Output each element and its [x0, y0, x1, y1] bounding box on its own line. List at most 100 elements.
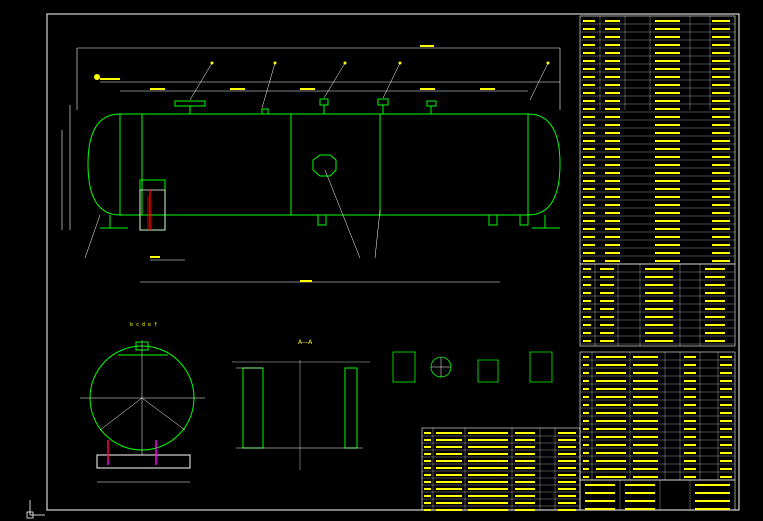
text-placeholder — [684, 404, 696, 406]
text-placeholder — [583, 236, 595, 238]
text-placeholder — [645, 276, 673, 278]
text-placeholder — [436, 453, 462, 455]
text-placeholder — [515, 488, 535, 490]
text-placeholder — [712, 188, 730, 190]
text-placeholder — [605, 108, 620, 110]
text-placeholder — [468, 495, 508, 497]
left-support-detail — [139, 189, 166, 231]
text-placeholder — [596, 372, 626, 374]
text-placeholder — [712, 252, 730, 254]
text-placeholder — [596, 452, 626, 454]
nozzle-bottom-1[interactable] — [317, 214, 327, 226]
text-placeholder — [583, 148, 595, 150]
text-placeholder — [655, 68, 680, 70]
text-placeholder — [645, 324, 673, 326]
manway-hatch[interactable] — [312, 154, 337, 177]
text-placeholder — [150, 88, 165, 90]
text-placeholder — [655, 116, 680, 118]
text-placeholder — [633, 356, 658, 358]
text-placeholder — [436, 467, 462, 469]
text-placeholder — [633, 388, 658, 390]
text-placeholder — [655, 60, 680, 62]
text-placeholder — [596, 404, 626, 406]
text-placeholder — [655, 28, 680, 30]
section-a-a[interactable] — [232, 360, 370, 470]
text-placeholder — [583, 68, 595, 70]
text-placeholder — [605, 220, 620, 222]
nozzle-top-5[interactable] — [426, 100, 437, 107]
text-placeholder — [583, 76, 595, 78]
text-placeholder — [633, 436, 658, 438]
text-placeholder — [712, 204, 730, 206]
text-placeholder — [645, 268, 673, 270]
text-placeholder — [633, 396, 658, 398]
text-placeholder — [645, 316, 673, 318]
text-placeholder — [600, 332, 614, 334]
text-placeholder — [596, 444, 626, 446]
text-placeholder — [633, 460, 658, 462]
text-placeholder — [436, 446, 462, 448]
text-placeholder — [583, 172, 595, 174]
detail-views[interactable] — [392, 351, 553, 383]
text-placeholder — [583, 100, 595, 102]
text-placeholder — [712, 124, 730, 126]
text-placeholder — [705, 268, 725, 270]
text-placeholder — [583, 388, 589, 390]
text-placeholder — [712, 60, 730, 62]
text-placeholder — [605, 204, 620, 206]
text-placeholder — [633, 452, 658, 454]
text-placeholder — [515, 495, 535, 497]
text-placeholder — [515, 453, 535, 455]
text-placeholder — [468, 467, 508, 469]
text-placeholder — [436, 502, 462, 504]
text-placeholder — [583, 396, 589, 398]
text-placeholder — [712, 100, 730, 102]
nozzle-top-2[interactable] — [261, 108, 269, 115]
text-placeholder — [605, 156, 620, 158]
text-placeholder — [596, 364, 626, 366]
text-placeholder — [712, 260, 730, 262]
text-placeholder — [712, 108, 730, 110]
text-placeholder — [600, 324, 614, 326]
text-placeholder — [712, 156, 730, 158]
text-placeholder — [684, 412, 696, 414]
nozzle-bottom-2[interactable] — [488, 214, 498, 226]
text-placeholder — [605, 116, 620, 118]
text-placeholder — [596, 412, 626, 414]
text-placeholder — [436, 432, 462, 434]
text-placeholder — [633, 412, 658, 414]
text-placeholder — [600, 284, 614, 286]
text-placeholder — [583, 476, 589, 478]
text-placeholder — [436, 509, 462, 511]
text-placeholder — [436, 481, 462, 483]
text-placeholder — [583, 452, 589, 454]
text-placeholder — [515, 481, 535, 483]
text-placeholder — [655, 260, 680, 262]
text-placeholder — [424, 467, 431, 469]
text-placeholder — [468, 481, 508, 483]
nozzle-top-1[interactable] — [174, 100, 206, 107]
nozzle-top-3[interactable] — [319, 98, 329, 106]
text-placeholder — [720, 452, 732, 454]
text-placeholder — [720, 436, 732, 438]
text-placeholder — [583, 468, 589, 470]
vessel-elevation[interactable] — [87, 98, 561, 231]
text-placeholder — [720, 420, 732, 422]
text-placeholder — [655, 244, 680, 246]
text-placeholder — [583, 316, 591, 318]
vessel-side-view[interactable] — [80, 340, 205, 483]
text-placeholder — [596, 436, 626, 438]
text-placeholder — [720, 412, 732, 414]
text-placeholder — [684, 380, 696, 382]
text-placeholder — [230, 88, 245, 90]
text-placeholder — [625, 492, 655, 494]
text-placeholder — [633, 380, 658, 382]
saddle-left[interactable] — [139, 179, 166, 231]
nozzle-bottom-3[interactable] — [519, 214, 529, 226]
nozzle-top-4[interactable] — [377, 98, 389, 106]
text-placeholder — [712, 220, 730, 222]
text-placeholder — [655, 220, 680, 222]
text-placeholder — [720, 364, 732, 366]
text-placeholder — [605, 236, 620, 238]
